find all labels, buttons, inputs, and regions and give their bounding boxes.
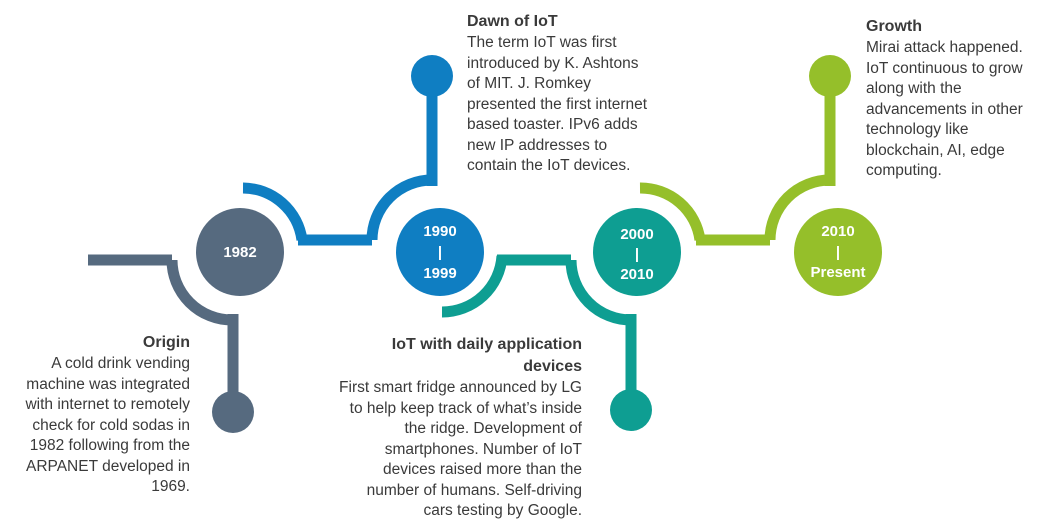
node-label-start: 2010 — [821, 223, 854, 240]
milestone-dawn-block: Dawn of IoT The term IoT was first intro… — [467, 11, 653, 177]
node-circle — [196, 208, 284, 296]
node-label-separator: | — [635, 246, 639, 263]
connector-arc-left — [639, 182, 706, 241]
node-circle — [396, 208, 484, 296]
pin-dot — [411, 55, 453, 97]
node-label-end: 1999 — [423, 265, 456, 282]
milestone-daily-devices-block: IoT with daily application devices First… — [336, 334, 582, 522]
connector-arc-right — [764, 174, 831, 241]
milestone-description: Mirai attack happened. IoT continuous to… — [866, 39, 1023, 179]
node-label-separator: | — [438, 244, 442, 261]
pin-dot — [610, 389, 652, 431]
node-circle — [593, 208, 681, 296]
connector-arc-right — [366, 174, 433, 241]
milestone-origin-block: Origin A cold drink vending machine was … — [4, 332, 190, 498]
timeline-segment-1990-1999: 1990 | 1999 — [242, 55, 484, 296]
milestone-description: The term IoT was first introduced by K. … — [467, 34, 648, 174]
node-circle — [794, 208, 882, 296]
timeline-segment-1982: 1982 — [88, 208, 284, 433]
milestone-growth-block: Growth Mirai attack happened. IoT contin… — [866, 16, 1046, 182]
milestone-title: IoT with daily application devices — [391, 336, 582, 375]
timeline-segment-2010-present: 2010 | Present — [639, 55, 882, 296]
node-label-separator: | — [836, 244, 840, 261]
node-label-1982: 1982 — [223, 244, 256, 261]
milestone-description: A cold drink vending machine was integra… — [25, 355, 190, 495]
connector-arc-left — [441, 255, 508, 318]
node-label-start: 2000 — [620, 226, 653, 243]
node-label-start: 1990 — [423, 223, 456, 240]
connector-arc-right — [565, 259, 632, 326]
pin-dot — [212, 391, 254, 433]
node-label-end: 2010 — [620, 266, 653, 283]
pin-dot — [809, 55, 851, 97]
connector-arc — [166, 259, 233, 326]
milestone-description: First smart fridge announced by LG to he… — [339, 379, 582, 519]
timeline-segment-2000-2010: 2000 | 2010 — [441, 208, 681, 431]
connector-arc-left — [242, 182, 308, 241]
node-label-end: Present — [810, 264, 865, 281]
milestone-title: Growth — [866, 18, 922, 35]
milestone-title: Dawn of IoT — [467, 13, 558, 30]
milestone-title: Origin — [142, 334, 190, 351]
